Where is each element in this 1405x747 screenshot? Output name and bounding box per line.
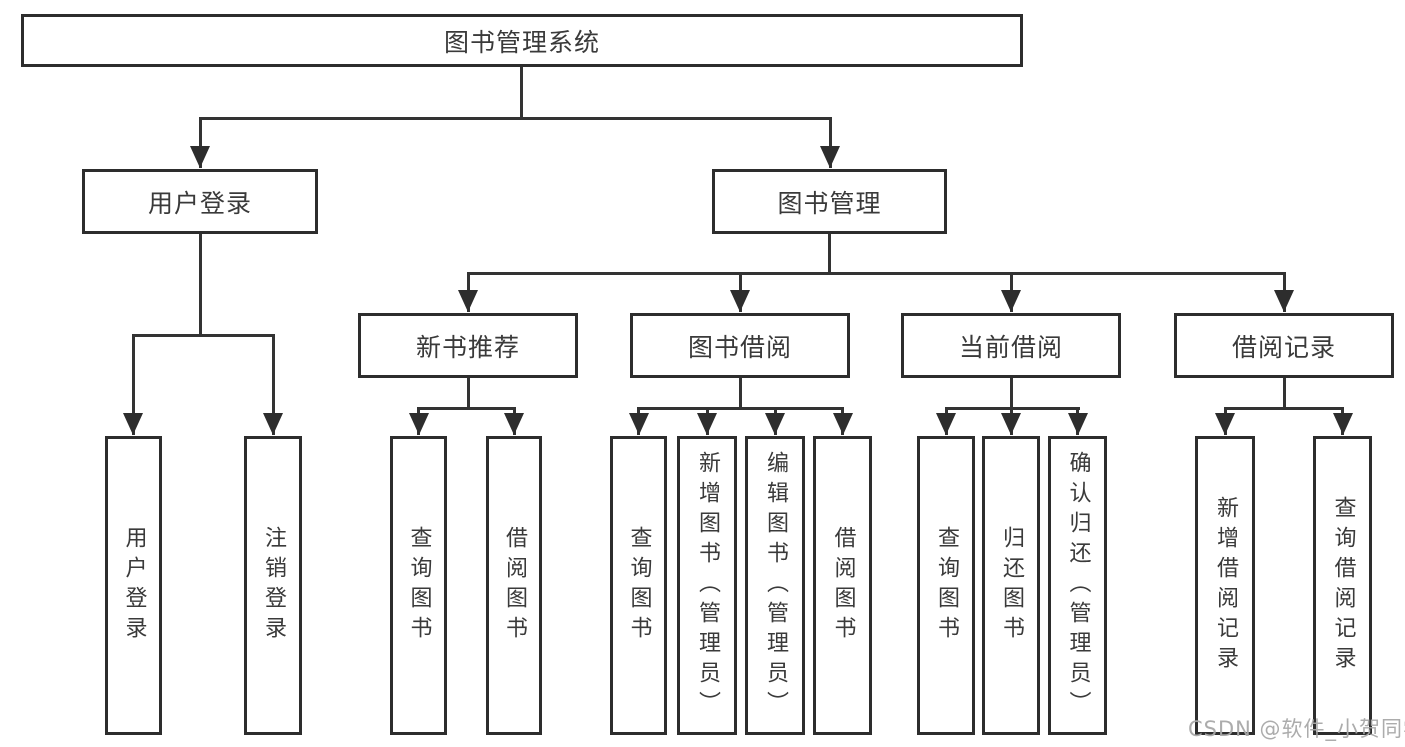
leaf-borrow-books-borrowing: 借阅图书 — [813, 436, 872, 735]
connector-line — [827, 233, 831, 274]
leaf-borrow-books-recommend: 借阅图书 — [486, 436, 542, 735]
connector-arrow-down — [1215, 407, 1235, 435]
connector-line — [1282, 376, 1286, 409]
connector-arrow-down — [832, 407, 853, 435]
leaf-query-books-recommend: 查询图书 — [390, 436, 447, 735]
connector-arrow-down — [408, 407, 429, 435]
node-label: 借阅记录 — [1231, 332, 1336, 362]
node-label: 新书推荐 — [415, 332, 520, 362]
connector-line — [1223, 406, 1344, 410]
leaf-user-login: 用户登录 — [105, 436, 162, 735]
node-library-management-system: 图书管理系统 — [21, 14, 1023, 67]
node-label: 借阅图书 — [502, 525, 527, 646]
connector-arrow-down — [1001, 407, 1021, 435]
connector-line — [466, 271, 1286, 275]
connector-arrow-down — [458, 272, 478, 312]
node-label: 图书管理 — [777, 188, 882, 218]
connector-arrow-down — [820, 117, 840, 168]
node-new-book-recommendation: 新书推荐 — [358, 313, 578, 378]
connector-arrow-down — [1274, 272, 1294, 312]
connector-line — [131, 333, 275, 337]
connector-arrow-down — [730, 272, 750, 312]
leaf-edit-book-admin: 编辑图书（管理员） — [745, 436, 805, 735]
connector-line — [637, 406, 844, 410]
node-label: 查询图书 — [406, 525, 432, 646]
leaf-add-borrow-record: 新增借阅记录 — [1195, 436, 1255, 735]
node-label: 查询图书 — [934, 525, 959, 646]
connector-line — [417, 406, 516, 410]
node-label: 当前借阅 — [958, 332, 1063, 362]
node-label: 编辑图书（管理员） — [763, 450, 788, 721]
node-label: 查询借阅记录 — [1330, 495, 1356, 676]
connector-line — [198, 233, 202, 336]
node-current-borrowing: 当前借阅 — [901, 313, 1121, 378]
connector-arrow-down — [1067, 407, 1088, 435]
connector-arrow-down — [765, 407, 785, 435]
node-user-login: 用户登录 — [82, 169, 318, 234]
leaf-query-books-current: 查询图书 — [917, 436, 975, 735]
leaf-logout: 注销登录 — [244, 436, 302, 735]
connector-arrow-down — [1332, 407, 1353, 435]
connector-line — [466, 376, 470, 409]
leaf-query-borrow-record: 查询借阅记录 — [1313, 436, 1372, 735]
node-label: 归还图书 — [999, 525, 1024, 646]
node-label: 新增借阅记录 — [1213, 495, 1238, 676]
node-label: 新增图书（管理员） — [695, 450, 720, 721]
node-label: 图书借阅 — [687, 332, 792, 362]
connector-arrow-down — [628, 407, 649, 435]
connector-arrow-down — [697, 407, 717, 435]
node-book-borrowing: 图书借阅 — [630, 313, 850, 378]
node-label: 查询图书 — [626, 525, 652, 646]
leaf-query-books-borrowing: 查询图书 — [610, 436, 667, 735]
connector-line — [738, 376, 742, 409]
leaf-add-book-admin: 新增图书（管理员） — [677, 436, 737, 735]
connector-arrow-down — [190, 117, 210, 168]
connector-arrow-down — [263, 334, 283, 435]
node-label: 注销登录 — [261, 525, 286, 646]
node-label: 用户登录 — [121, 525, 147, 646]
connector-arrow-down — [123, 334, 143, 435]
connector-line — [519, 65, 523, 119]
node-borrowing-records: 借阅记录 — [1174, 313, 1394, 378]
connector-line — [198, 117, 832, 120]
leaf-return-book: 归还图书 — [982, 436, 1040, 735]
csdn-watermark: CSDN @软件_小贺同学 — [1188, 717, 1405, 741]
connector-arrow-down — [504, 407, 524, 435]
node-label: 图书管理系统 — [443, 27, 600, 57]
connector-line — [1009, 376, 1013, 409]
node-label: 借阅图书 — [830, 525, 856, 646]
node-label: 确认归还（管理员） — [1065, 450, 1091, 721]
connector-arrow-down — [936, 407, 956, 435]
leaf-confirm-return-admin: 确认归还（管理员） — [1048, 436, 1107, 735]
connector-arrow-down — [1001, 272, 1021, 312]
node-label: 用户登录 — [147, 188, 252, 218]
node-book-management: 图书管理 — [712, 169, 947, 234]
